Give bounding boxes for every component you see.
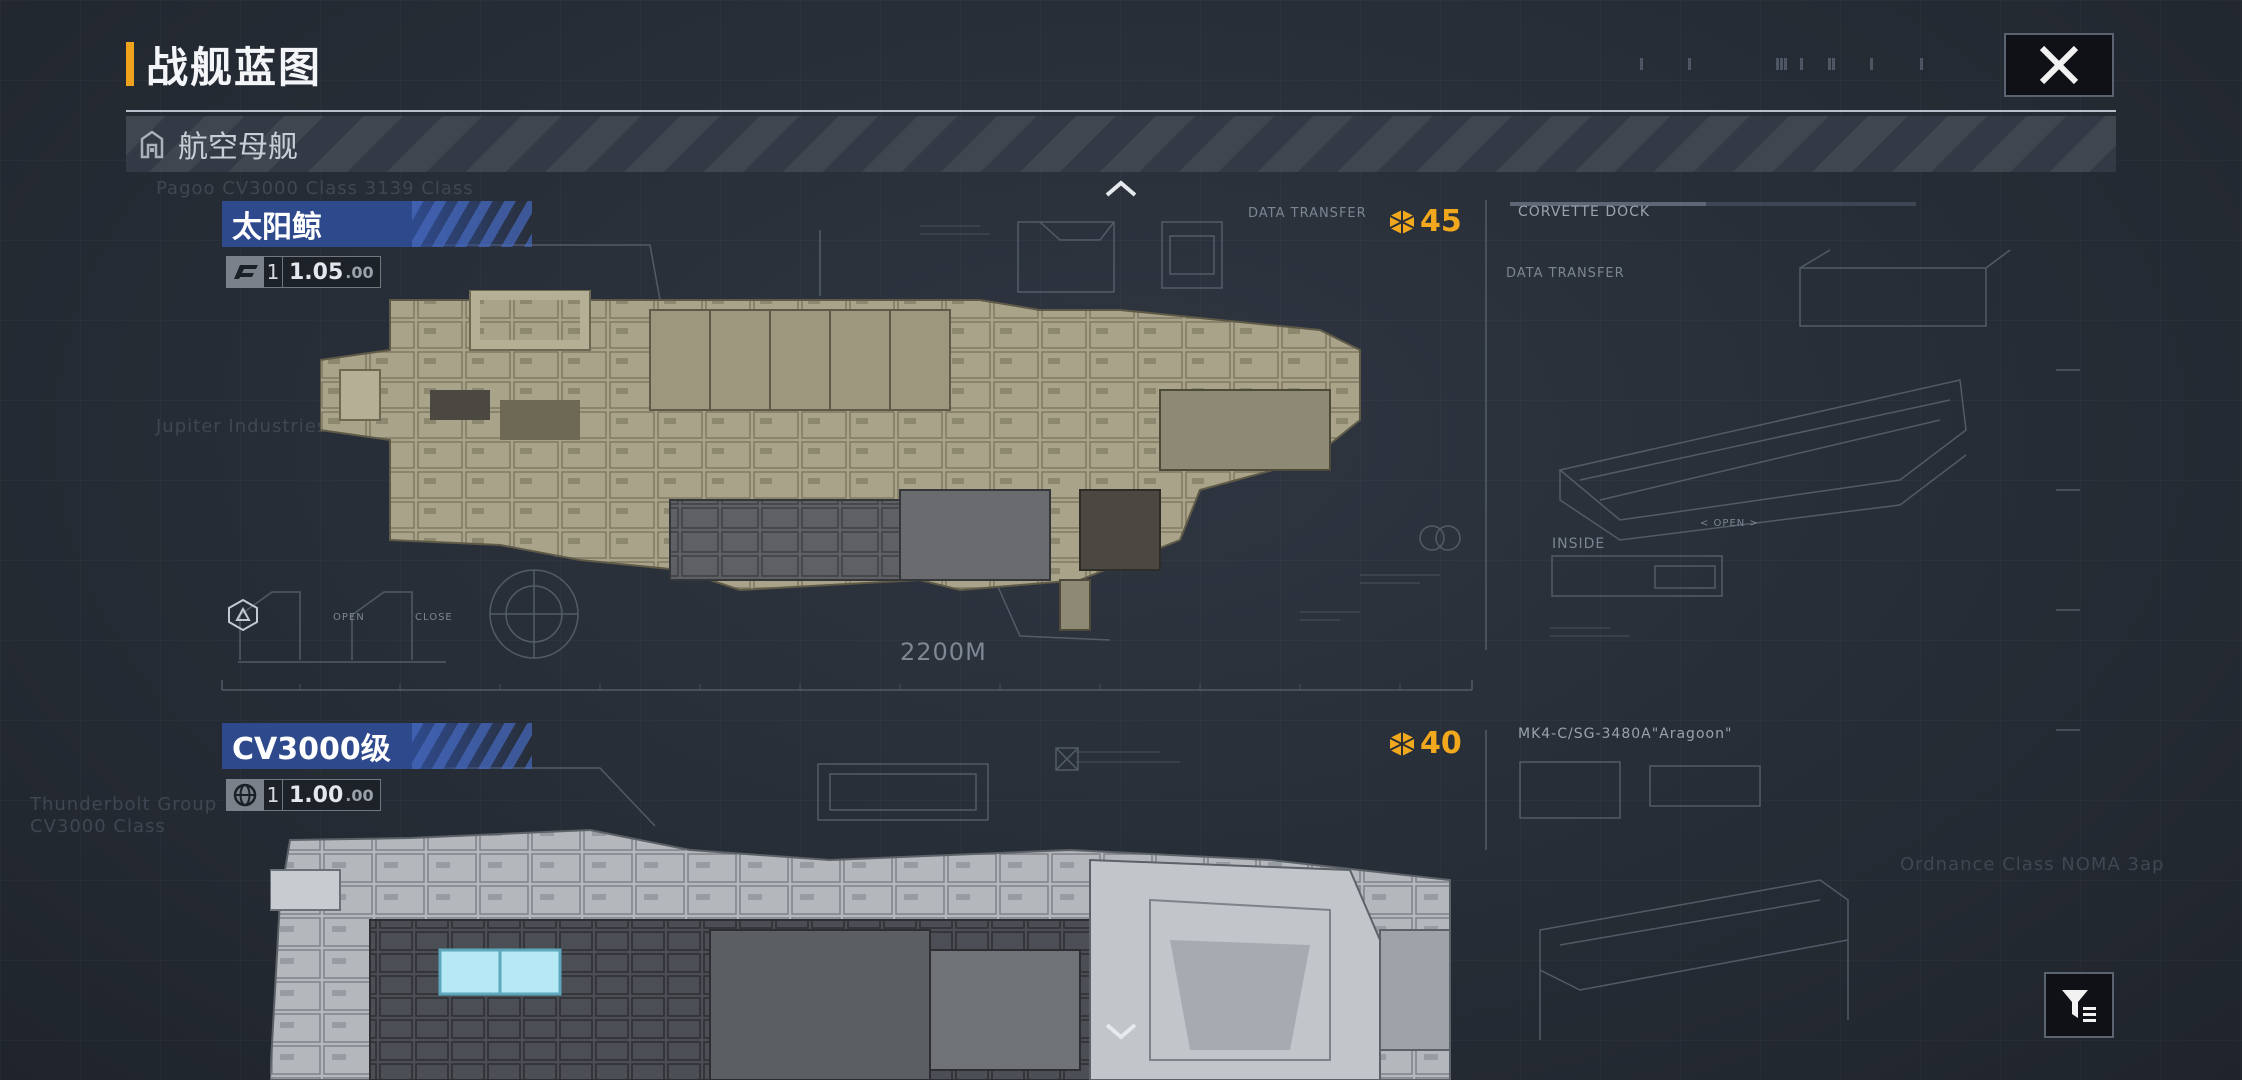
stat-decimal: .00 [345,262,374,282]
background-text-3: Thunderbolt Group [30,794,218,815]
resource-crate-icon [1389,209,1415,234]
category-label: 航空母舰 [178,130,298,165]
model-code-label: MK4-C/SG-3480A"Aragoon" [1518,726,1733,742]
close-icon [2039,45,2079,85]
header-divider [126,110,2116,112]
stat-count: 1 [264,256,282,288]
chevron-down-icon[interactable] [1104,1022,1138,1042]
close-label: CLOSE [415,612,453,623]
faction-emblem-icon [226,256,264,288]
ship-cost: 40 [1388,726,1462,761]
category-bar[interactable]: 航空母舰 [126,116,2116,172]
ship-card-cv3000[interactable]: CV3000级 1 1.00.00 40 [0,700,1480,1080]
chevron-up-icon[interactable] [1104,178,1138,198]
data-transfer-label: DATA TRANSFER [1248,206,1367,221]
corvette-dock-label: CORVETTE DOCK [1518,204,1651,220]
resource-crate-icon [1389,731,1415,756]
open-direction-label: < OPEN > [1700,518,1759,529]
stat-value: 1.05.00 [282,256,381,288]
ship-image-sunwhale [320,290,1361,631]
open-label: OPEN [333,612,365,623]
inside-label: INSIDE [1552,536,1606,552]
ship-name: CV3000级 [232,732,391,767]
background-text-4: CV3000 Class [30,816,166,837]
ship-stat: 1 1.00.00 [226,779,381,811]
ship-name-tag: 太阳鲸 [222,201,532,247]
background-text-1: Pagoo CV3000 Class 3139 Class [156,178,474,199]
title-bar: 战舰蓝图 [126,40,322,92]
filter-button[interactable] [2044,972,2114,1038]
ship-name-tag: CV3000级 [222,723,532,769]
hex-triangle-icon [228,598,258,632]
globe-icon [226,779,264,811]
data-transfer-label-2: DATA TRANSFER [1506,266,1625,281]
stat-count: 1 [264,779,282,811]
background-text-2: Jupiter Industries [156,416,328,437]
cost-value: 40 [1420,726,1462,761]
page-title: 战舰蓝图 [146,42,323,92]
ship-cost: 45 [1388,204,1462,239]
filter-icon [2062,990,2096,1022]
hangar-icon [140,130,164,159]
background-text-5: Ordnance Class NOMA 3ap [1900,854,2165,875]
ship-name: 太阳鲸 [232,210,322,245]
ship-stat: 1 1.05.00 [226,256,381,288]
stat-value: 1.00.00 [282,779,381,811]
title-accent [126,42,134,86]
close-button[interactable] [2004,33,2114,97]
cost-value: 45 [1420,204,1462,239]
ship-scale-label: 2200M [900,638,987,666]
ship-image-cv3000 [270,828,1451,1080]
ship-card-sunwhale[interactable]: 太阳鲸 1 1.05.00 45 [0,0,1480,700]
stat-decimal: .00 [345,785,374,805]
